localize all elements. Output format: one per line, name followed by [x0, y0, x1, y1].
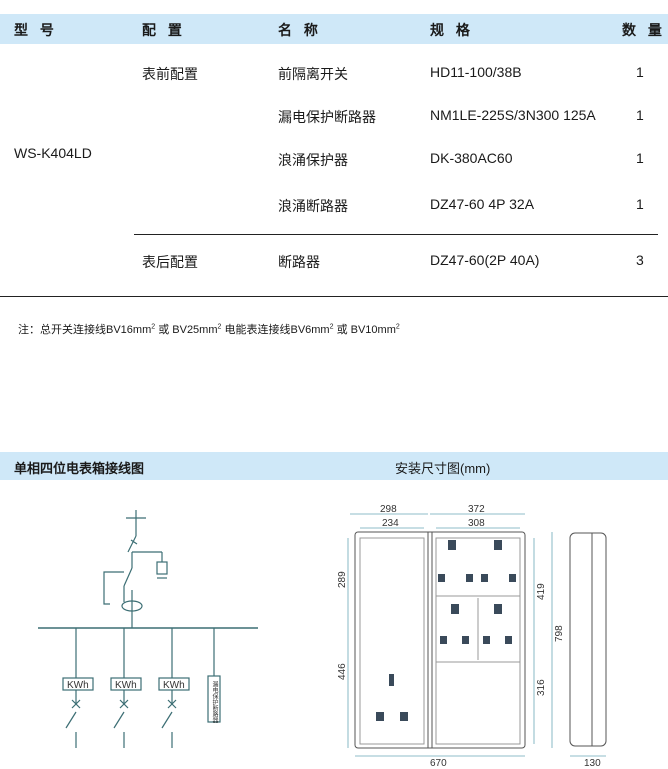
table-bottom-rule — [0, 296, 668, 297]
dim-top-left-outer: 298 — [380, 504, 397, 515]
row-spec: HD11-100/38B — [430, 64, 522, 80]
dim-top-left-inner: 234 — [382, 518, 399, 529]
section-bar: 单相四位电表箱接线图 安装尺寸图(mm) — [0, 452, 668, 480]
row-spec: DZ47-60 4P 32A — [430, 196, 535, 212]
side-box-label: 漏电保护断路器 — [211, 680, 218, 724]
header-name: 名 称 — [278, 22, 322, 38]
row-name: 前隔离开关 — [278, 66, 348, 82]
row-qty: 3 — [636, 252, 644, 268]
row-qty: 1 — [636, 196, 644, 212]
wiring-diagram — [38, 510, 258, 748]
header-spec: 规 格 — [430, 22, 474, 38]
side-view — [569, 532, 607, 747]
row-qty: 1 — [636, 64, 644, 80]
meter-branch — [110, 628, 142, 748]
note-text: 注：总开关连接线BV16mm2 或 BV25mm2 电能表连接线BV6mm2 或… — [18, 323, 400, 336]
dim-top-right-inner: 308 — [468, 518, 485, 529]
row-spec: DZ47-60(2P 40A) — [430, 252, 540, 268]
wiring-title: 单相四位电表箱接线图 — [14, 461, 145, 476]
cabinet-front — [354, 531, 526, 749]
row-spec: DK-380AC60 — [430, 150, 513, 166]
meter-label: KWh — [163, 680, 185, 691]
meter-label: KWh — [67, 680, 89, 691]
model-cell: WS-K404LD — [14, 145, 92, 161]
meter-branch — [158, 628, 190, 748]
dim-bottom-total: 670 — [430, 758, 447, 769]
dims-title: 安装尺寸图(mm) — [395, 461, 491, 476]
dim-side-depth: 130 — [584, 758, 601, 769]
row-name: 断路器 — [278, 254, 320, 270]
config-post: 表后配置 — [142, 254, 198, 270]
dim-left-lower: 446 — [337, 663, 348, 680]
header-model: 型 号 — [14, 22, 58, 38]
meter-label: KWh — [115, 680, 137, 691]
row-name: 浪涌断路器 — [278, 198, 348, 214]
meter-windows — [376, 540, 516, 721]
row-name: 浪涌保护器 — [278, 152, 348, 168]
row-qty: 1 — [636, 150, 644, 166]
dim-right-upper: 419 — [536, 583, 547, 600]
group-divider — [134, 234, 658, 235]
header-config: 配 置 — [142, 22, 186, 38]
dimension-lines — [347, 513, 606, 757]
row-name: 漏电保护断路器 — [278, 109, 376, 125]
config-pre: 表前配置 — [142, 66, 198, 82]
table-header: 型 号 配 置 名 称 规 格 数 量 — [0, 14, 668, 44]
row-qty: 1 — [636, 107, 644, 123]
dim-top-right-outer: 372 — [468, 504, 485, 515]
dim-right-total: 798 — [554, 625, 565, 642]
dim-left-upper: 289 — [337, 571, 348, 588]
row-spec: NM1LE-225S/3N300 125A — [430, 107, 596, 123]
meter-branch — [62, 628, 94, 748]
dim-right-lower: 316 — [536, 679, 547, 696]
header-qty: 数 量 — [622, 22, 666, 38]
